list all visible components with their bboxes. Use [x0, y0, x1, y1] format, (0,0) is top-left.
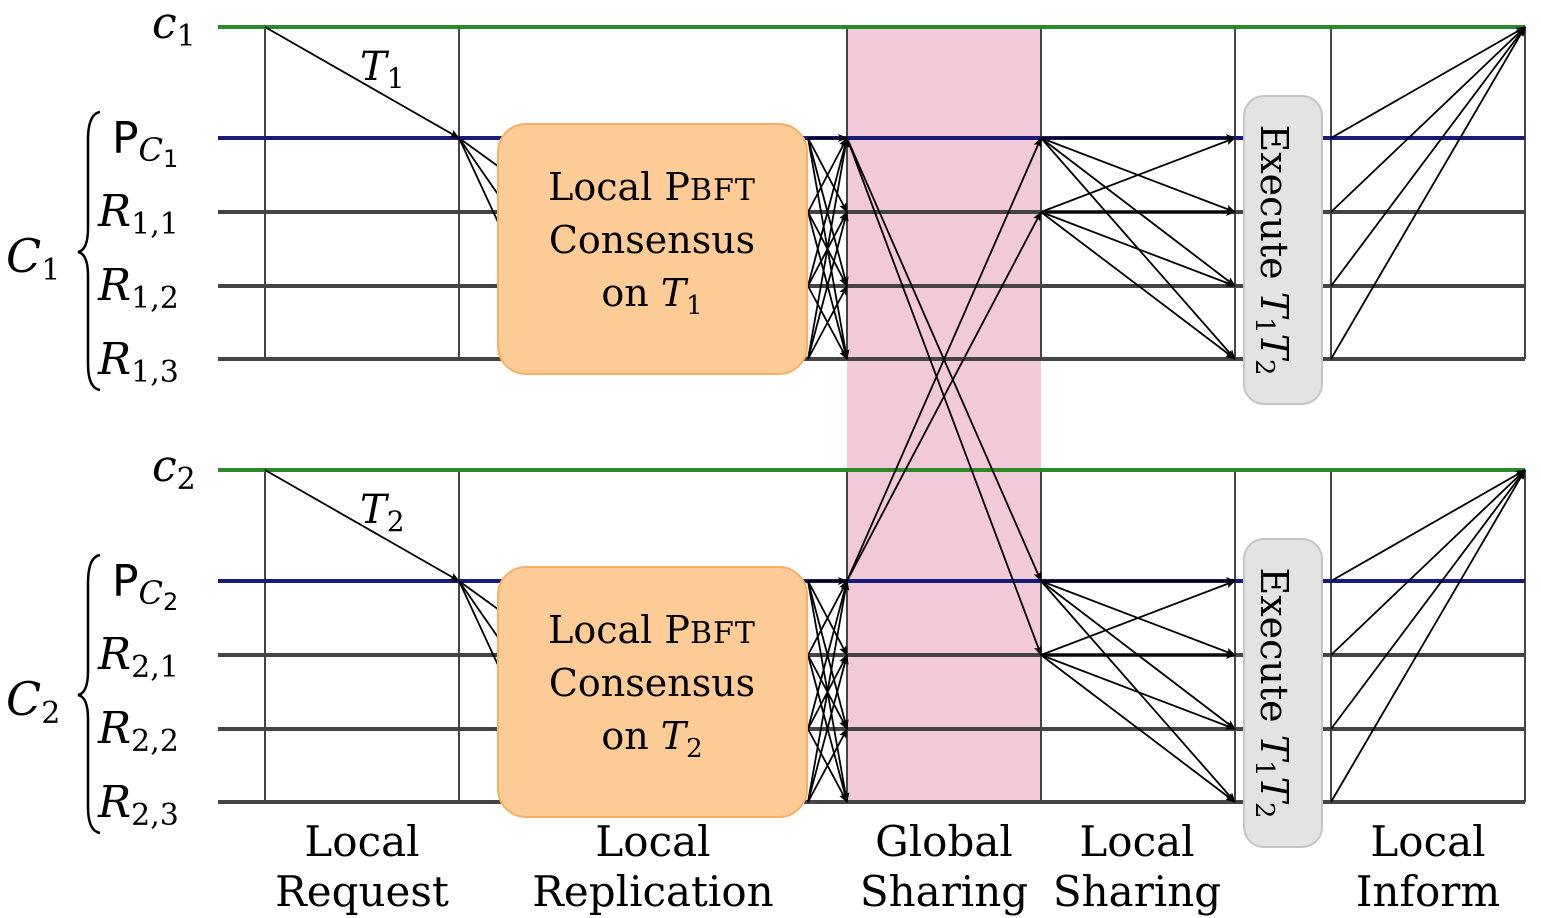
- phase-4-line-2: Sharing: [1053, 867, 1221, 916]
- message-arrow: [807, 137, 850, 360]
- cluster-2-label: C2: [6, 672, 60, 731]
- phase-labels: Local Request Local Replication Global S…: [275, 817, 1500, 916]
- replica-1-2-label: R1,2: [97, 260, 179, 316]
- message-arrow: [1040, 137, 1236, 213]
- message-arrow: [1040, 580, 1236, 656]
- message-arrow: [1330, 469, 1526, 582]
- phase-5-line-1: Local: [1370, 817, 1485, 866]
- message-arrow: [807, 728, 848, 803]
- phase-3-line-1: Global: [875, 817, 1013, 866]
- primary-2-label: PC2: [112, 556, 178, 616]
- message-arrow: [458, 580, 501, 670]
- replica-1-1-label: R1,1: [97, 186, 179, 242]
- client-2-label: c2: [152, 441, 196, 497]
- message-arrow: [846, 211, 1042, 582]
- message-arrow: [458, 137, 501, 169]
- message-arrow: [807, 580, 849, 730]
- message-arrow: [1330, 469, 1526, 803]
- cluster-1-brace: [77, 110, 101, 392]
- message-arrow: [1040, 654, 1236, 730]
- replica-1-3-label: R1,3: [97, 334, 179, 390]
- cluster-1-label: C1: [6, 229, 60, 288]
- execute-box-cluster-2: Execute T1T2: [1243, 538, 1323, 848]
- primary-1-label: PC1: [112, 113, 178, 173]
- message-arrow: [458, 137, 501, 227]
- svg-text:on T1: on T1: [601, 271, 702, 321]
- cluster-2-brace: [77, 553, 101, 835]
- phase-3-line-2: Sharing: [860, 867, 1028, 916]
- message-arrow: [1330, 469, 1526, 656]
- message-arrow: [807, 580, 848, 656]
- message-arrow: [458, 580, 501, 612]
- phase-2-line-1: Local: [595, 817, 710, 866]
- client-1-label: c1: [152, 0, 196, 54]
- svg-text:Execute T1T2: Execute T1T2: [1249, 567, 1297, 818]
- message-arrow: [1330, 26, 1526, 287]
- phase-2-line-2: Replication: [532, 867, 773, 916]
- message-arrow: [807, 580, 850, 803]
- svg-text:Local PBFT: Local PBFT: [548, 165, 756, 209]
- message-arrow: [846, 137, 1042, 582]
- message-arrow: [1040, 211, 1236, 360]
- replica-2-3-label: R2,3: [97, 777, 179, 833]
- message-arrow: [264, 469, 460, 582]
- message-arrow: [458, 137, 501, 198]
- message-arrow: [264, 26, 460, 139]
- message-arrows: [264, 26, 1526, 803]
- phase-1-line-2: Request: [275, 867, 449, 916]
- message-arrow: [1330, 26, 1526, 360]
- message-arrow: [1330, 26, 1526, 213]
- message-arrow: [1330, 26, 1526, 139]
- consensus-box-cluster-1: Local PBFT Consensus on T1: [497, 123, 808, 375]
- phase-4-line-1: Local: [1079, 817, 1194, 866]
- message-arrow: [1040, 654, 1236, 803]
- message-arrow: [807, 137, 849, 287]
- phase-5-line-2: Inform: [1356, 867, 1500, 916]
- message-arrow: [807, 654, 849, 803]
- replica-2-2-label: R2,2: [97, 703, 179, 759]
- message-arrow: [1040, 211, 1236, 287]
- global-sharing-band: [847, 27, 1041, 803]
- execute-box-cluster-1: Execute T1T2: [1243, 95, 1323, 405]
- transaction-2-label: T2: [360, 487, 405, 538]
- phase-1-line-1: Local: [304, 817, 419, 866]
- svg-text:Consensus: Consensus: [549, 218, 755, 262]
- svg-text:on T2: on T2: [601, 714, 702, 764]
- svg-text:Execute T1T2: Execute T1T2: [1249, 124, 1297, 375]
- consensus-box-cluster-2: Local PBFT Consensus on T2: [497, 566, 808, 818]
- row-labels: c1 c2 PC1 R1,1 R1,2 R1,3 PC2 R2,1 R2,2 R…: [6, 0, 196, 835]
- message-arrow: [807, 285, 848, 360]
- message-arrow: [1330, 469, 1526, 730]
- message-arrow: [458, 580, 501, 641]
- transaction-1-label: T1: [360, 44, 405, 95]
- svg-text:Local PBFT: Local PBFT: [548, 608, 756, 652]
- message-arrow: [807, 211, 849, 360]
- replica-2-1-label: R2,1: [97, 629, 179, 685]
- svg-text:Consensus: Consensus: [549, 661, 755, 705]
- phase-dividers: [264, 27, 1526, 802]
- message-arrow: [807, 137, 848, 213]
